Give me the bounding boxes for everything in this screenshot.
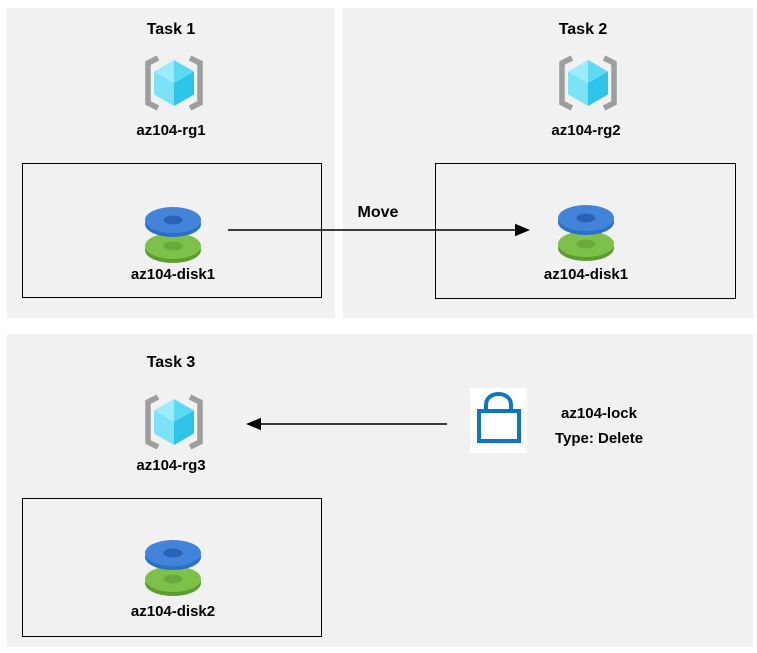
task1-title: Task 1	[146, 21, 196, 38]
disk-label: az104-disk1	[130, 266, 216, 283]
disk-label: az104-disk2	[130, 603, 216, 620]
resource-group-label: az104-rg1	[136, 122, 206, 139]
panel-task3: Task 3 az104-rg3	[7, 334, 753, 647]
disk-box-task2: az104-disk1	[435, 163, 736, 299]
disk-icon	[557, 204, 615, 267]
move-arrow-label: Move	[357, 204, 399, 221]
lock-icon	[476, 391, 521, 449]
resource-group-icon	[142, 53, 206, 118]
resource-group-icon	[556, 53, 620, 118]
task2-title: Task 2	[558, 21, 608, 38]
resource-group-label: az104-rg3	[136, 457, 206, 474]
lock-name-label: az104-lock	[561, 405, 637, 422]
panel-task1: Task 1 az104-rg1	[7, 8, 335, 318]
disk-box-task1: az104-disk1	[22, 163, 322, 298]
disk-icon	[144, 206, 202, 269]
disk-box-task3: az104-disk2	[22, 498, 322, 637]
task3-title: Task 3	[146, 354, 196, 371]
disk-label: az104-disk1	[543, 266, 629, 283]
panel-task2: Task 2 az104-rg2	[343, 8, 753, 318]
resource-group-icon	[142, 392, 206, 457]
lock-annotation: az104-lock Type: Delete	[555, 401, 643, 451]
disk-icon	[144, 539, 202, 602]
resource-group-label: az104-rg2	[551, 122, 621, 139]
lock-type-label: Type: Delete	[554, 430, 644, 447]
lock-card	[470, 388, 527, 453]
